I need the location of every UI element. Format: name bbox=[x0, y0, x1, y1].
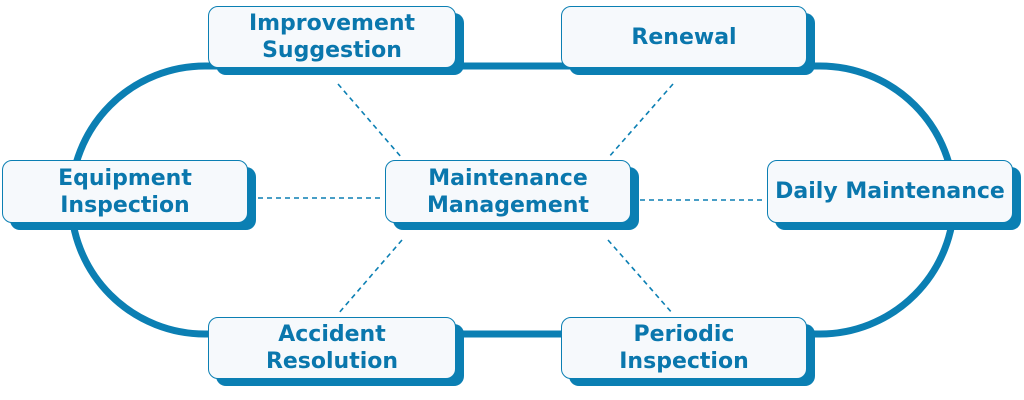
node-maintenance-management: Maintenance Management bbox=[385, 160, 639, 230]
node-equipment-inspection: Equipment Inspection bbox=[2, 160, 256, 230]
connector-renewal bbox=[607, 83, 674, 159]
connector-accident bbox=[337, 239, 403, 315]
connector-periodic bbox=[607, 239, 674, 315]
node-periodic-inspection: Periodic Inspection bbox=[561, 317, 815, 386]
node-label: Equipment Inspection bbox=[58, 165, 192, 218]
cycle-loop bbox=[67, 62, 958, 338]
node-label: Renewal bbox=[631, 24, 737, 50]
node-improvement-suggestion: Improvement Suggestion bbox=[208, 6, 464, 75]
node-label: Accident Resolution bbox=[265, 322, 399, 374]
node-renewal: Renewal bbox=[561, 6, 815, 75]
node-accident-resolution: Accident Resolution bbox=[208, 317, 464, 386]
node-label: Maintenance Management bbox=[427, 165, 589, 218]
node-label: Periodic Inspection bbox=[619, 322, 749, 374]
node-label: Improvement Suggestion bbox=[248, 11, 416, 63]
connector-improvement bbox=[337, 83, 403, 159]
node-daily-maintenance: Daily Maintenance bbox=[767, 160, 1021, 230]
node-label: Daily Maintenance bbox=[775, 179, 1005, 204]
